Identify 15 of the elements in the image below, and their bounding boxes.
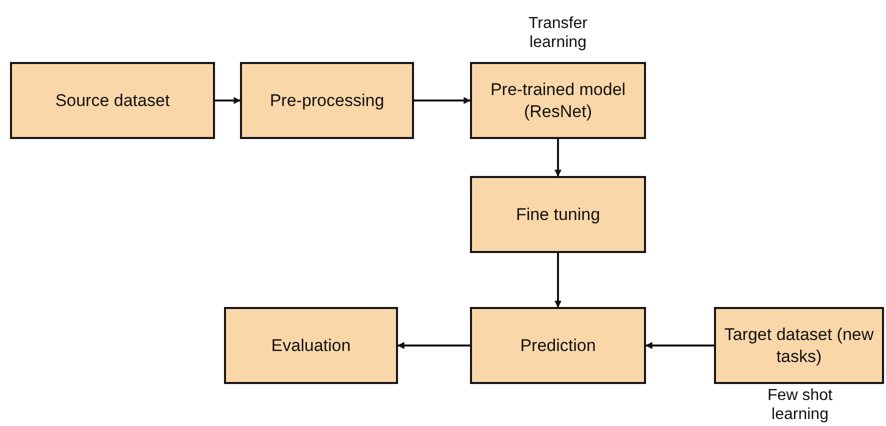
process-box: Pre-trained model (ResNet) [470, 62, 646, 139]
process-box: Source dataset [10, 62, 215, 139]
process-box: Evaluation [224, 307, 398, 384]
process-box: Pre-processing [240, 62, 414, 139]
arrow [645, 342, 714, 349]
process-box: Fine tuning [470, 176, 646, 253]
node-caption: Transfer learning [528, 14, 588, 52]
process-box: Prediction [470, 307, 646, 384]
arrow [554, 139, 562, 177]
process-box: Target dataset (new tasks) [714, 307, 884, 384]
node-caption: Few shot learning [766, 386, 834, 424]
arrow [554, 253, 562, 308]
arrow [414, 97, 471, 104]
arrow [215, 97, 241, 104]
arrow [397, 342, 470, 349]
